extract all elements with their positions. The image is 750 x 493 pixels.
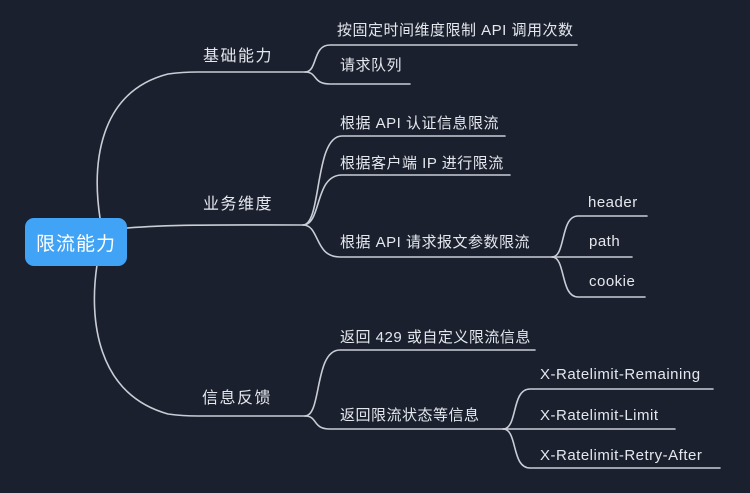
node-return-status-info[interactable]: 返回限流状态等信息: [340, 407, 480, 424]
branch-line: [126, 224, 304, 229]
node-path[interactable]: path: [589, 233, 621, 250]
node-auth-info-limit[interactable]: 根据 API 认证信息限流: [340, 115, 500, 132]
branch-line: [304, 349, 536, 417]
branch-line: [551, 256, 646, 298]
node-client-ip-limit[interactable]: 根据客户端 IP 进行限流: [340, 155, 504, 172]
node-cookie[interactable]: cookie: [589, 273, 636, 290]
branch-line: [302, 174, 511, 226]
branch-line: [304, 44, 578, 73]
node-return-429[interactable]: 返回 429 或自定义限流信息: [340, 329, 531, 346]
root-node-label: 限流能力: [35, 233, 116, 255]
branch-line: [304, 415, 504, 430]
branch-line: [302, 135, 506, 226]
node-fixed-window-limit[interactable]: 按固定时间维度限制 API 调用次数: [337, 22, 574, 39]
node-x-ratelimit-retry-after[interactable]: X-Ratelimit-Retry-After: [540, 447, 703, 464]
root-node[interactable]: 限流能力: [25, 218, 127, 266]
branch-basic-ability[interactable]: 基础能力: [203, 48, 274, 65]
branch-line: [93, 264, 306, 417]
branch-business-dimension[interactable]: 业务维度: [203, 196, 274, 213]
node-x-ratelimit-limit[interactable]: X-Ratelimit-Limit: [540, 407, 659, 424]
branch-line: [96, 71, 306, 219]
node-x-ratelimit-remaining[interactable]: X-Ratelimit-Remaining: [540, 366, 701, 383]
branch-line: [502, 388, 714, 430]
node-request-queue[interactable]: 请求队列: [340, 57, 403, 74]
branch-line: [302, 224, 553, 258]
branch-line: [502, 428, 721, 469]
branch-line: [304, 71, 411, 85]
node-request-param-limit[interactable]: 根据 API 请求报文参数限流: [340, 234, 531, 251]
branch-line: [551, 215, 648, 258]
branch-feedback[interactable]: 信息反馈: [202, 390, 273, 407]
node-header[interactable]: header: [588, 194, 638, 211]
